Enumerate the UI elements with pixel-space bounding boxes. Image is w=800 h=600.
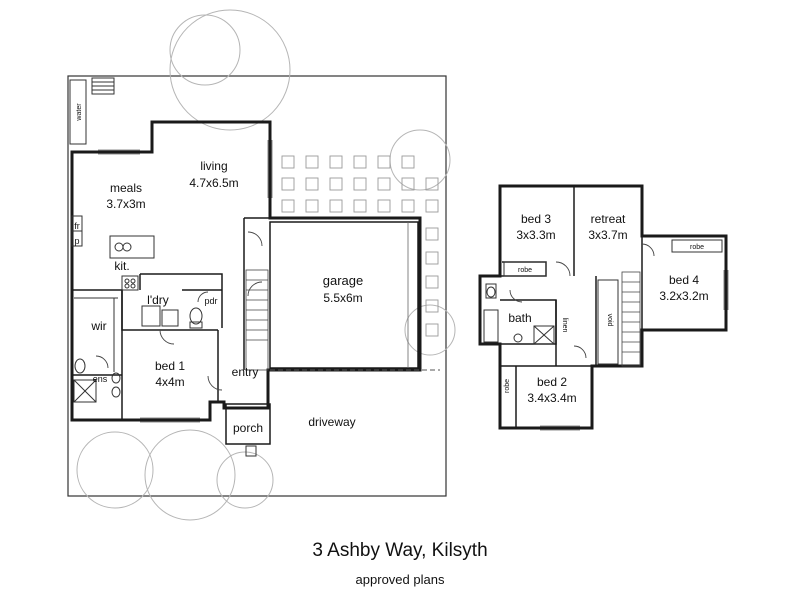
label-porch: porch: [233, 421, 263, 435]
internal-walls: [72, 217, 270, 420]
upper-floor: [478, 184, 729, 431]
label-bed4-size: 3.2x3.2m: [659, 289, 708, 303]
plan-title: 3 Ashby Way, Kilsyth: [312, 540, 488, 561]
upper-doors: [509, 243, 655, 359]
label-living: living: [200, 159, 227, 173]
label-laundry: l'dry: [147, 293, 169, 307]
wir-shelves: [74, 297, 118, 372]
ground-floor: [67, 9, 456, 521]
label-robe-bed3: robe: [518, 267, 532, 274]
label-living-size: 4.7x6.5m: [189, 176, 238, 190]
label-linen: linen: [561, 318, 568, 333]
ensuite-fixtures: [73, 358, 121, 403]
label-meals: meals: [110, 181, 142, 195]
label-kitchen: kit.: [114, 259, 129, 273]
label-garage: garage: [323, 273, 363, 288]
label-bed1: bed 1: [155, 359, 185, 373]
label-retreat-size: 3x3.7m: [588, 228, 627, 242]
label-ensuite: ens: [93, 374, 108, 384]
robe-bed3: [503, 261, 547, 277]
label-fridge: fr: [74, 221, 80, 231]
site-boundary: [67, 75, 447, 497]
label-robe-bed2: robe: [504, 379, 511, 393]
room-labels: water living 4.7x6.5m meals 3.7x3m fr p …: [74, 103, 708, 435]
label-bed4: bed 4: [669, 273, 699, 287]
upper-windows: [540, 270, 729, 431]
label-retreat: retreat: [591, 212, 626, 226]
label-driveway: driveway: [308, 415, 355, 429]
paving-grid: [281, 155, 439, 337]
laundry-fixtures: [141, 305, 203, 329]
water-tank: [69, 79, 87, 145]
label-bed3: bed 3: [521, 212, 551, 226]
label-entry: entry: [232, 365, 259, 379]
label-bed1-size: 4x4m: [155, 375, 184, 389]
kitchen-fixtures: [71, 215, 155, 291]
bath-fixtures: [483, 283, 555, 345]
plan-subtitle: approved plans: [355, 572, 445, 587]
bin-area: [91, 77, 115, 95]
upper-stairs: [597, 271, 641, 367]
garage-walls: [269, 221, 419, 369]
label-pantry: p: [74, 236, 79, 246]
ground-windows: [98, 140, 273, 423]
label-void: void: [606, 314, 613, 327]
label-water: water: [76, 103, 83, 122]
label-bath: bath: [508, 311, 531, 325]
label-robe-bed4: robe: [690, 244, 704, 251]
label-wir: wir: [90, 319, 106, 333]
landscape-trees: [76, 9, 456, 521]
robe-bed4: [671, 239, 723, 253]
label-powder: pdr: [204, 296, 217, 306]
label-bed2: bed 2: [537, 375, 567, 389]
label-garage-size: 5.5x6m: [323, 291, 362, 305]
label-meals-size: 3.7x3m: [106, 197, 145, 211]
porch-outline: [225, 403, 271, 445]
label-bed3-size: 3x3.3m: [516, 228, 555, 242]
ground-doors: [95, 231, 263, 391]
ground-stairs: [245, 269, 269, 371]
label-bed2-size: 3.4x3.4m: [527, 391, 576, 405]
